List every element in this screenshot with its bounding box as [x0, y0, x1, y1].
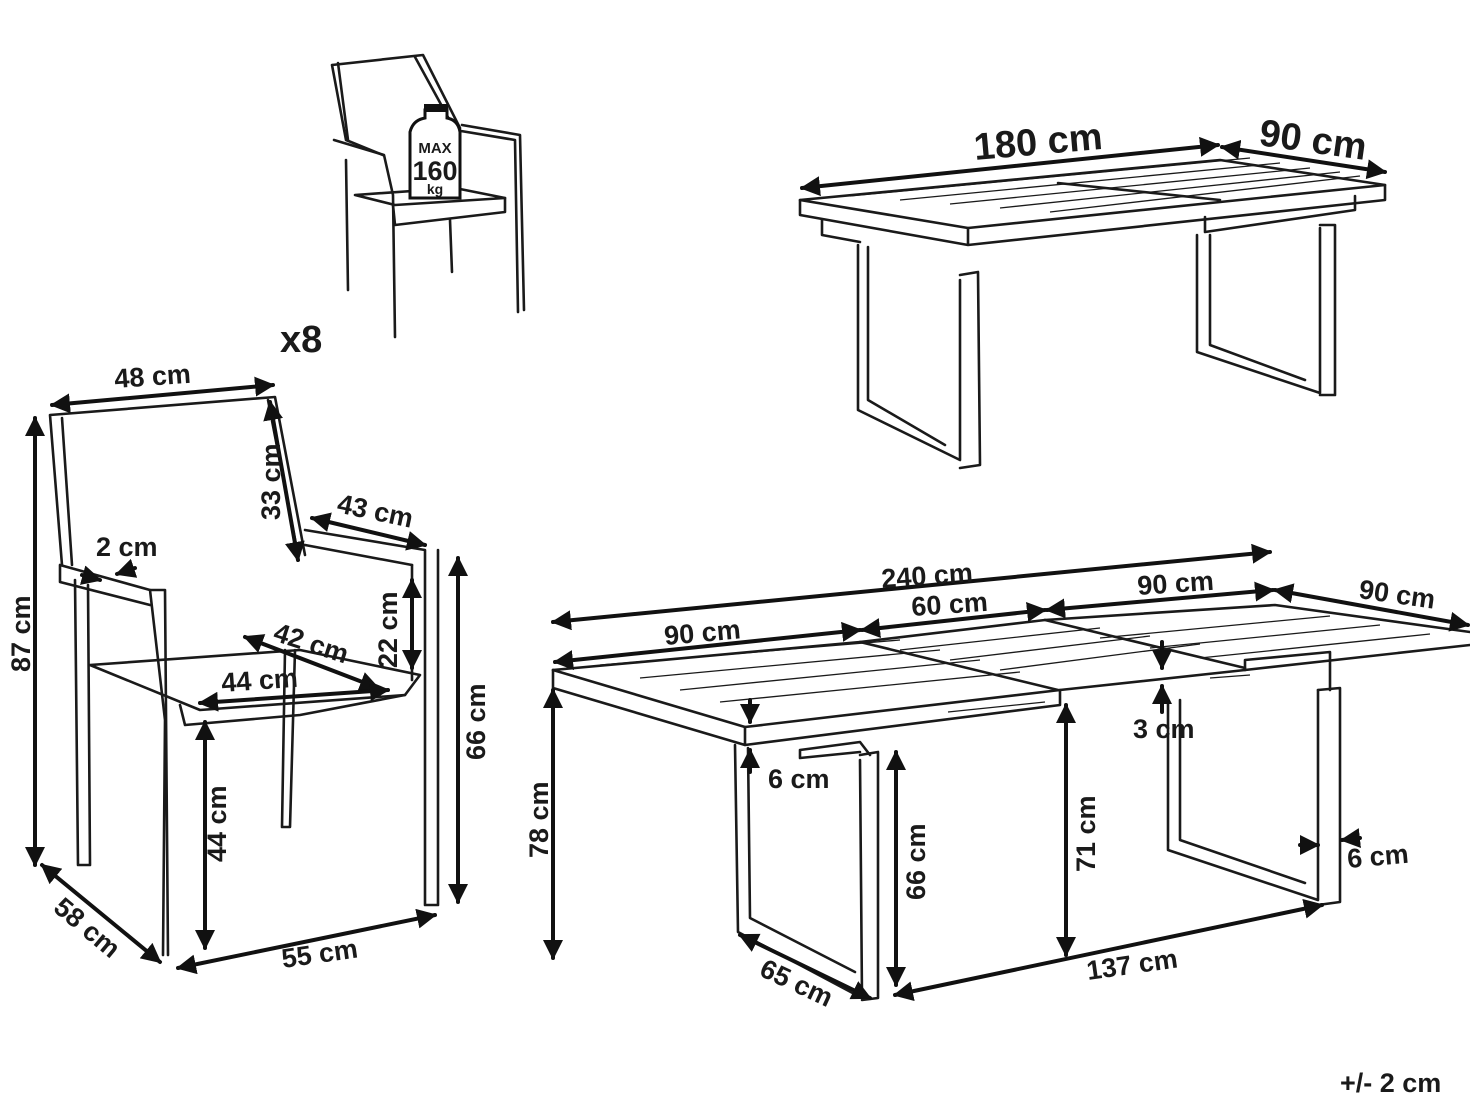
- table-closed-drawing: [798, 157, 1387, 470]
- badge-value: 160: [412, 156, 457, 186]
- table-extended-drawing: [551, 603, 1470, 1002]
- dim-chair-base: [176, 908, 437, 975]
- label-chair-arm-seat: 22 cm: [373, 591, 403, 668]
- dim-ext-total: [551, 543, 1272, 631]
- label-chair-width: 48 cm: [113, 359, 191, 394]
- dim-closed-width: [1220, 139, 1387, 180]
- badge-unit: kg: [427, 181, 443, 197]
- dim-chair-depth: [40, 863, 162, 964]
- badge-max: MAX: [418, 140, 451, 157]
- label-chair-seat-width: 44 cm: [220, 663, 298, 698]
- dim-ext-right: [1045, 581, 1275, 619]
- label-chair-seat-height: 44 cm: [202, 785, 232, 862]
- dim-ext-between: [893, 898, 1324, 1002]
- label-ext-total: 240 cm: [880, 558, 973, 594]
- label-ext-leg-width: 6 cm: [1346, 839, 1410, 874]
- quantity-label: x8: [280, 319, 322, 361]
- label-ext-thickness: 3 cm: [1133, 714, 1195, 744]
- dim-ext-middle: [860, 602, 1047, 638]
- dim-chair-seat-width: [198, 681, 390, 712]
- label-chair-base: 55 cm: [280, 934, 360, 974]
- dim-ext-leg-depth: [738, 933, 872, 1000]
- label-chair-back: 33 cm: [256, 443, 286, 520]
- dim-chair-tube: [79, 565, 102, 585]
- label-ext-left: 90 cm: [663, 614, 742, 651]
- label-ext-right: 90 cm: [1136, 566, 1214, 601]
- dim-closed-length: [800, 136, 1220, 197]
- dim-ext-leg-width-b: [1340, 828, 1362, 848]
- dim-chair-tube-b: [115, 558, 138, 578]
- tolerance-note: +/- 2 cm: [1340, 1068, 1441, 1098]
- dim-chair-back: [263, 400, 305, 562]
- label-chair-tube: 2 cm: [96, 532, 158, 562]
- label-closed-width: 90 cm: [1257, 112, 1370, 169]
- chair-thumbnail: [330, 53, 526, 339]
- label-ext-apron: 6 cm: [768, 764, 830, 794]
- dim-chair-armrest: [310, 512, 427, 551]
- label-ext-under-top: 71 cm: [1071, 795, 1101, 872]
- label-ext-between: 137 cm: [1085, 943, 1180, 985]
- dim-ext-left: [553, 621, 862, 671]
- label-closed-length: 180 cm: [972, 116, 1104, 169]
- label-ext-leg-clear: 66 cm: [901, 823, 931, 900]
- label-ext-height: 78 cm: [524, 781, 554, 858]
- label-chair-height: 87 cm: [6, 595, 36, 672]
- dim-chair-width: [50, 376, 275, 414]
- weight-capacity-icon: MAX 160 kg: [408, 104, 462, 200]
- label-ext-middle: 60 cm: [910, 587, 988, 622]
- dim-ext-width: [1273, 583, 1470, 632]
- dim-chair-seat-depth: [243, 634, 380, 691]
- label-chair-arm-height: 66 cm: [461, 683, 491, 760]
